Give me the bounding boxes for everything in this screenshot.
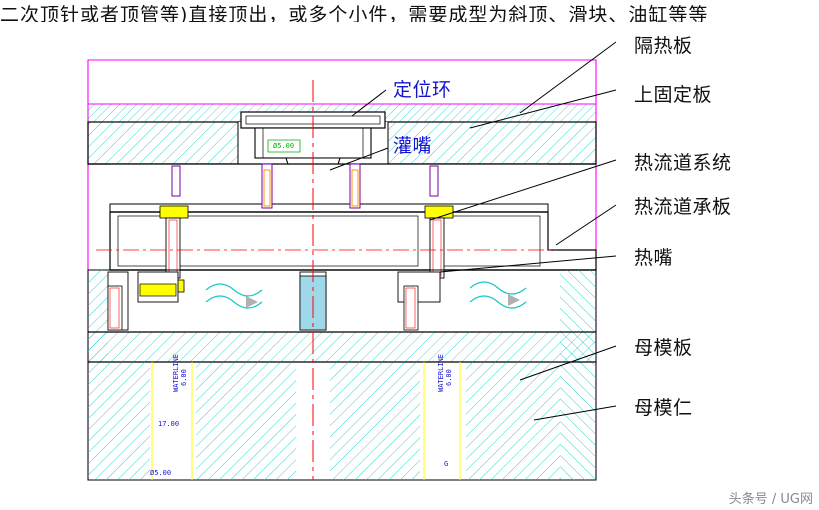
svg-text:G: G <box>444 460 448 468</box>
svg-text:Ø5.00: Ø5.00 <box>273 142 294 150</box>
label-locating-ring: 定位环 <box>393 79 452 101</box>
hot-runner-system-geometry <box>88 163 596 257</box>
leader-lines <box>329 41 617 421</box>
label-insulation-board: 隔热板 <box>634 35 693 57</box>
label-hot-runner-backing-plate: 热流道承板 <box>634 196 732 218</box>
svg-text:6.00: 6.00 <box>180 369 188 386</box>
hot-runner-backing-plate-geometry <box>109 205 597 293</box>
label-sprue-bushing: 灌嘴 <box>393 135 433 157</box>
page-header-text: 二次顶针或者顶管等)直接顶出，或多个小件，需要成型为斜顶、滑块、油缸等等 <box>0 4 709 22</box>
svg-text:WATERLINE: WATERLINE <box>437 354 445 392</box>
drawing-small-texts: WATERLINE 6.00 WATERLINE 6.00 17.00 Ø5.0… <box>150 354 453 477</box>
label-cavity-insert: 母模仁 <box>634 397 693 419</box>
label-cavity-plate: 母模板 <box>634 337 693 359</box>
svg-text:WATERLINE: WATERLINE <box>172 354 180 392</box>
label-top-clamp-plate: 上固定板 <box>634 84 713 106</box>
svg-text:6.00: 6.00 <box>445 369 453 386</box>
svg-text:17.00: 17.00 <box>158 420 179 428</box>
watermark-text: 头条号 / UG网 <box>728 492 813 507</box>
label-hot-runner-system: 热流道系统 <box>634 152 732 174</box>
label-hot-nozzle: 热嘴 <box>634 247 674 269</box>
mold-cross-section-drawing: Ø5.00 <box>0 20 819 490</box>
cavity-plate-geometry <box>87 269 597 481</box>
svg-text:Ø5.00: Ø5.00 <box>150 469 171 477</box>
